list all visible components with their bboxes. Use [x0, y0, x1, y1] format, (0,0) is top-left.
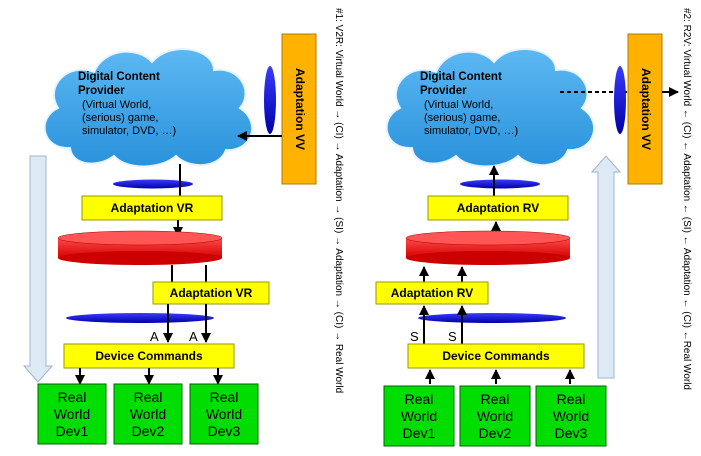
interface-lens-top	[113, 179, 193, 189]
device-label-line3: Dev2	[479, 425, 512, 441]
interface-lens-top	[460, 179, 540, 189]
device-label-line2: World	[130, 406, 166, 422]
device-label-line2: World	[553, 408, 589, 424]
provider-title-line1: Digital Content	[420, 71, 502, 83]
provider-title-line1: Digital Content	[78, 71, 160, 83]
adaptation-rv-top-box	[427, 195, 569, 221]
real-world-device-3: Real World Dev3	[189, 383, 259, 445]
provider-desc-line3: simulator, DVD, …)	[424, 125, 518, 137]
device-label-line1: Real	[405, 391, 434, 407]
sensor-information-disk	[405, 230, 571, 265]
r2v-side-caption: #2: R2V: Virtual World ← (CI) ← Adaptati…	[681, 8, 692, 390]
sensing-label-2: S	[448, 329, 457, 344]
adaptation-vr-mid-box	[152, 281, 270, 305]
actuation-label-1: A	[150, 329, 159, 344]
provider-desc-line1: (Virtual World,	[82, 99, 151, 111]
device-label-line1: Real	[58, 389, 87, 405]
device-label-line1: Real	[134, 389, 163, 405]
adaptation-vr-top-box	[81, 195, 223, 221]
provider-desc-line3: simulator, DVD, …)	[82, 125, 176, 137]
adaptation-vr-mid-label: Adaptation VR	[170, 286, 253, 300]
device-label-line3: Dev2	[132, 423, 165, 439]
provider-title-line2: Provider	[420, 85, 467, 97]
device-commands-label: Device Commands	[95, 349, 203, 363]
device-label-line3: Dev3	[208, 423, 241, 439]
device-commands-box	[407, 343, 585, 369]
sensor-information-disk	[57, 230, 223, 265]
device-label-line1: Real	[481, 391, 510, 407]
v2r-side-caption: #1: V2R: Virtual World → (CI) → Adaptati…	[333, 8, 344, 393]
device-label-line2: World	[401, 408, 437, 424]
adaptation-rv-top-label: Adaptation RV	[457, 201, 539, 215]
adaptation-vv-label: Adaptation VV	[639, 68, 653, 150]
device-label-line1: Real	[557, 391, 586, 407]
provider-desc-line2: (serious) game,	[82, 112, 158, 124]
device-label-line3: Dev1	[403, 425, 436, 441]
provider-desc-line1: (Virtual World,	[424, 99, 493, 111]
device-label-line2: World	[206, 406, 242, 422]
actuation-label-2: A	[189, 329, 198, 344]
provider-desc-line2: (serious) game,	[424, 112, 500, 124]
r2v-diagram: Digital Content Provider (Virtual World,…	[375, 8, 692, 447]
real-world-device-2: Real World Dev2	[113, 383, 183, 445]
interface-lens-mid	[418, 313, 566, 323]
interface-lens-mid	[66, 313, 214, 323]
device-commands-label: Device Commands	[442, 349, 550, 363]
digital-content-provider-cloud: Digital Content Provider (Virtual World,…	[43, 47, 254, 168]
digital-content-provider-cloud: Digital Content Provider (Virtual World,…	[385, 47, 596, 168]
real-world-device-3: Real World Dev3	[535, 385, 607, 447]
provider-title-line2: Provider	[78, 85, 125, 97]
real-world-device-1: Real World Dev1	[383, 385, 455, 447]
device-label-line3: Dev1	[56, 423, 89, 439]
adaptation-vv-label: Adaptation VV	[293, 68, 307, 150]
interface-lens-vertical	[614, 66, 626, 134]
device-label-line1: Real	[210, 389, 239, 405]
device-label-line3: Dev3	[555, 425, 588, 441]
flow-up-arrow	[590, 155, 622, 379]
adaptation-vv-box	[627, 33, 663, 185]
device-label-line2: World	[54, 406, 90, 422]
adaptation-vv-box	[281, 33, 317, 185]
adaptation-vr-top-label: Adaptation VR	[111, 201, 194, 215]
adaptation-rv-mid-label: Adaptation RV	[391, 286, 473, 300]
v2r-diagram: Digital Content Provider (Virtual World,…	[22, 8, 344, 445]
device-label-line2: World	[477, 408, 513, 424]
sensing-label-1: S	[410, 329, 419, 344]
real-world-device-1: Real World Dev1	[37, 383, 107, 445]
interface-lens-vertical	[264, 66, 276, 134]
flow-down-arrow	[22, 155, 54, 383]
real-world-device-2: Real World Dev2	[459, 385, 531, 447]
adaptation-rv-mid-box	[375, 281, 489, 305]
